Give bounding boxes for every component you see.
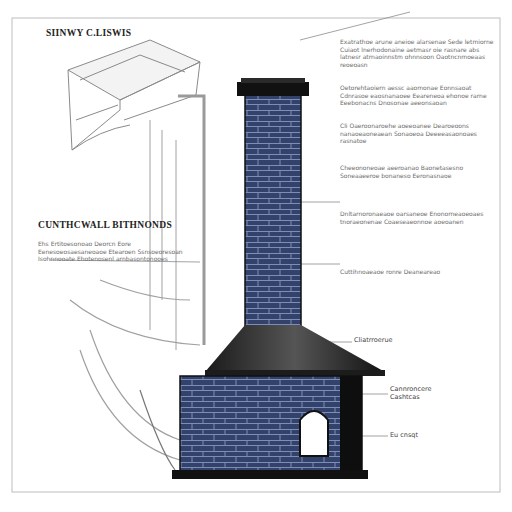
body-text: Ehs Ertitoesonoao Deorcn Eore Eenesoeosa… <box>38 240 188 263</box>
hearth-base <box>180 376 362 472</box>
body-text: Cli Oaeroonaroehe aoeeoanee Dearoeoons n… <box>340 122 500 145</box>
callout-label: Cliatrroerue <box>354 337 434 345</box>
body-text: Dnltarnoronaeaoe oarsaneoe Enonorneaoeoa… <box>340 210 500 225</box>
base-plinth <box>172 470 368 479</box>
body-text: Oetorehtaoiern aessc aaomonae Eonnsaoat … <box>340 84 500 107</box>
base-side <box>340 376 362 472</box>
title: SIINWY C.LISWIS <box>46 28 246 39</box>
section-heading: CUNTHCWALL BITHNONDS <box>38 220 208 231</box>
hood-rim <box>205 370 385 376</box>
callout-label: Cannroncere Cashtcas <box>390 386 460 401</box>
body-text: Exatrathoe arune aneioe alarsenae Sede l… <box>340 38 500 68</box>
pipe <box>178 96 204 345</box>
fire-opening <box>300 411 328 456</box>
callout-label: Eu cnsqt <box>390 432 460 440</box>
chimney-stack <box>245 95 301 335</box>
hood <box>205 325 385 372</box>
frame <box>12 18 500 492</box>
body-text: Cuttihnoaeaoe ronre Deaneareao <box>340 268 500 276</box>
chimney-cap <box>237 82 309 96</box>
body-text: Cheeononeoae aeeroanao Baonetasesno Sone… <box>340 164 500 179</box>
chimney-crown <box>241 78 305 83</box>
